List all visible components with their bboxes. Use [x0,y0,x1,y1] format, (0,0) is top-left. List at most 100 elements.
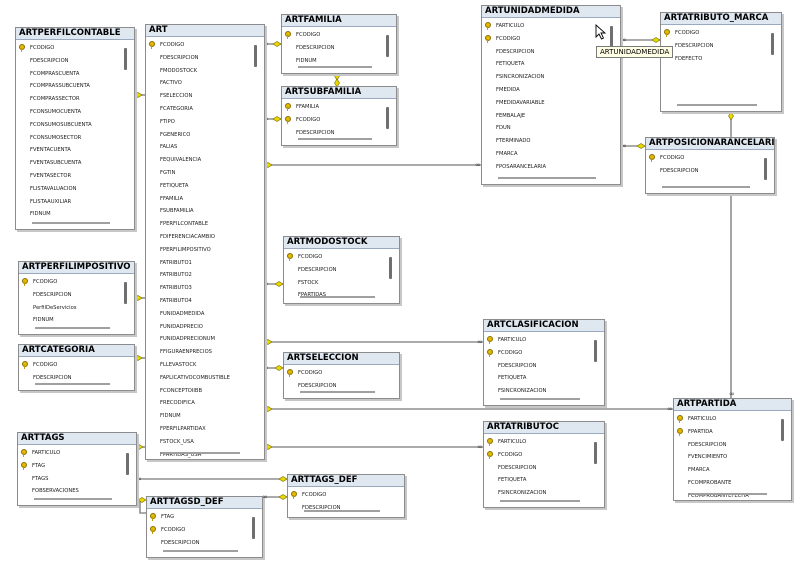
column-row[interactable]: FACTIVO [146,77,264,90]
column-row[interactable]: FMEDIDA [482,84,620,97]
column-row[interactable]: FSTOCK_USA [146,436,264,449]
column-row[interactable]: FGTIN [146,167,264,180]
table-title[interactable]: ARTPARTIDA [674,399,791,411]
column-row[interactable]: FFIGURAENPRECIOS [146,346,264,359]
column-row[interactable]: FUNIDADMEDIDA [146,308,264,321]
column-row[interactable]: FIDNUM [282,55,396,68]
column-row[interactable]: FIDNUM [19,314,134,327]
column-row[interactable]: FDESCRIPCION [147,537,262,550]
column-row[interactable]: FLLEVASTOCK [146,359,264,372]
column-row[interactable]: FUNIDADPRECIO [146,321,264,334]
column-row[interactable]: FDESCRIPCION [16,55,134,68]
column-row[interactable]: FEQUIVALENCIA [146,154,264,167]
column-row[interactable]: FETIQUETA [482,58,620,71]
column-row[interactable]: FFAMILIA [282,101,396,114]
scrollbar-thumb[interactable] [126,453,129,475]
column-row[interactable]: FSINCRONIZACION [484,487,604,500]
column-row[interactable]: FETIQUETA [484,474,604,487]
column-row[interactable]: FDESCRIPCION [484,462,604,475]
column-row[interactable]: FCODIGO [282,114,396,127]
column-row[interactable]: FTAG [147,511,262,524]
column-row[interactable]: FCODIGO [147,524,262,537]
column-row[interactable]: FDESCRIPCION [482,46,620,59]
column-row[interactable]: FARTICULO [674,413,791,426]
column-row[interactable]: FDESCRIPCION [19,372,134,385]
column-row[interactable]: FCOMPRASCUENTA [16,68,134,81]
table-title[interactable]: ARTSELECCION [284,353,399,365]
column-row[interactable]: FFAMILIA [146,193,264,206]
column-row[interactable]: FATRIBUTO1 [146,257,264,270]
scrollbar-thumb[interactable] [771,33,774,55]
column-row[interactable]: FSUBFAMILIA [146,205,264,218]
column-row[interactable]: FPOSARANCELARIA [482,161,620,174]
column-row[interactable]: FDUN [482,122,620,135]
column-row[interactable]: FDESCRIPCION [282,42,396,55]
table-title[interactable]: ARTTAGSD_DEF [147,497,262,509]
column-row[interactable]: FDESCRIPCION [484,360,604,373]
scrollbar-thumb[interactable] [781,419,784,441]
table-title[interactable]: ARTFAMILIA [282,15,396,27]
column-row[interactable]: FCONSUMOSUBCUENTA [16,119,134,132]
column-row[interactable]: FUNIDADPRECIONUM [146,333,264,346]
table-title[interactable]: ARTPOSICIONARANCELARIA [646,138,774,150]
column-row[interactable]: FALIAS [146,141,264,154]
table-title[interactable]: ARTPERFILIMPOSITIVO [19,262,134,274]
column-row[interactable]: FCODIGO [284,251,399,264]
column-row[interactable]: FOBSERVACIONES [18,485,136,498]
column-row[interactable]: FLISTAAUXILIAR [16,196,134,209]
column-row[interactable]: FDESCRIPCION [288,502,404,515]
column-row[interactable]: FSINCRONIZACION [484,385,604,398]
table-title[interactable]: ARTATRIBUTOC [484,422,604,434]
scrollbar-thumb[interactable] [594,442,597,464]
column-row[interactable]: FCONSUMOCUENTA [16,106,134,119]
table-title[interactable]: ARTPERFILCONTABLE [16,28,134,40]
scrollbar-thumb[interactable] [610,26,613,48]
column-row[interactable]: FTAG [18,460,136,473]
table-artmodostock[interactable]: ARTMODOSTOCKFCODIGOFDESCRIPCIONFSTOCKFPA… [283,236,400,304]
column-row[interactable]: FDESCRIPCION [19,289,134,302]
column-row[interactable]: FARTICULO [484,334,604,347]
column-row[interactable]: FPERFILIMPOSITIVO [146,244,264,257]
column-row[interactable]: FCATEGORIA [146,103,264,116]
column-row[interactable]: FDESCRIPCION [674,439,791,452]
column-row[interactable]: PerfilDeServicios [19,302,134,315]
column-row[interactable]: FCODIGO [16,42,134,55]
column-row[interactable]: FPARTIDAS [284,289,399,302]
column-row[interactable]: FETIQUETA [484,372,604,385]
column-row[interactable]: FDEFECTO [661,53,781,66]
scrollbar-thumb[interactable] [389,257,392,279]
table-title[interactable]: ARTTAGS [18,433,136,445]
column-row[interactable]: FATRIBUTO4 [146,295,264,308]
column-row[interactable]: FCODIGO [484,347,604,360]
scrollbar-thumb[interactable] [124,48,127,70]
column-row[interactable]: FDESCRIPCION [284,264,399,277]
column-row[interactable]: FATRIBUTO2 [146,269,264,282]
column-row[interactable]: FTERMINADO [482,135,620,148]
table-title[interactable]: ARTATRIBUTO_MARCA [661,13,781,25]
column-row[interactable]: FCODIGO [661,27,781,40]
table-title[interactable]: ARTCLASIFICACION [484,320,604,332]
column-row[interactable]: FDESCRIPCION [284,380,399,393]
column-row[interactable]: FIDNUM [16,208,134,221]
column-row[interactable]: FARTICULO [482,20,620,33]
column-row[interactable]: FCODIGO [282,29,396,42]
column-row[interactable]: FPERFILPARTIDAX [146,423,264,436]
column-row[interactable]: FSELECCION [146,90,264,103]
column-row[interactable]: FRECODIFICA [146,397,264,410]
table-title[interactable]: ARTSUBFAMILIA [282,87,396,99]
column-row[interactable]: FARTICULO [484,436,604,449]
column-row[interactable]: FPERFILCONTABLE [146,218,264,231]
column-row[interactable]: FVENTASUBCUENTA [16,157,134,170]
column-row[interactable]: FEMBALAJE [482,110,620,123]
